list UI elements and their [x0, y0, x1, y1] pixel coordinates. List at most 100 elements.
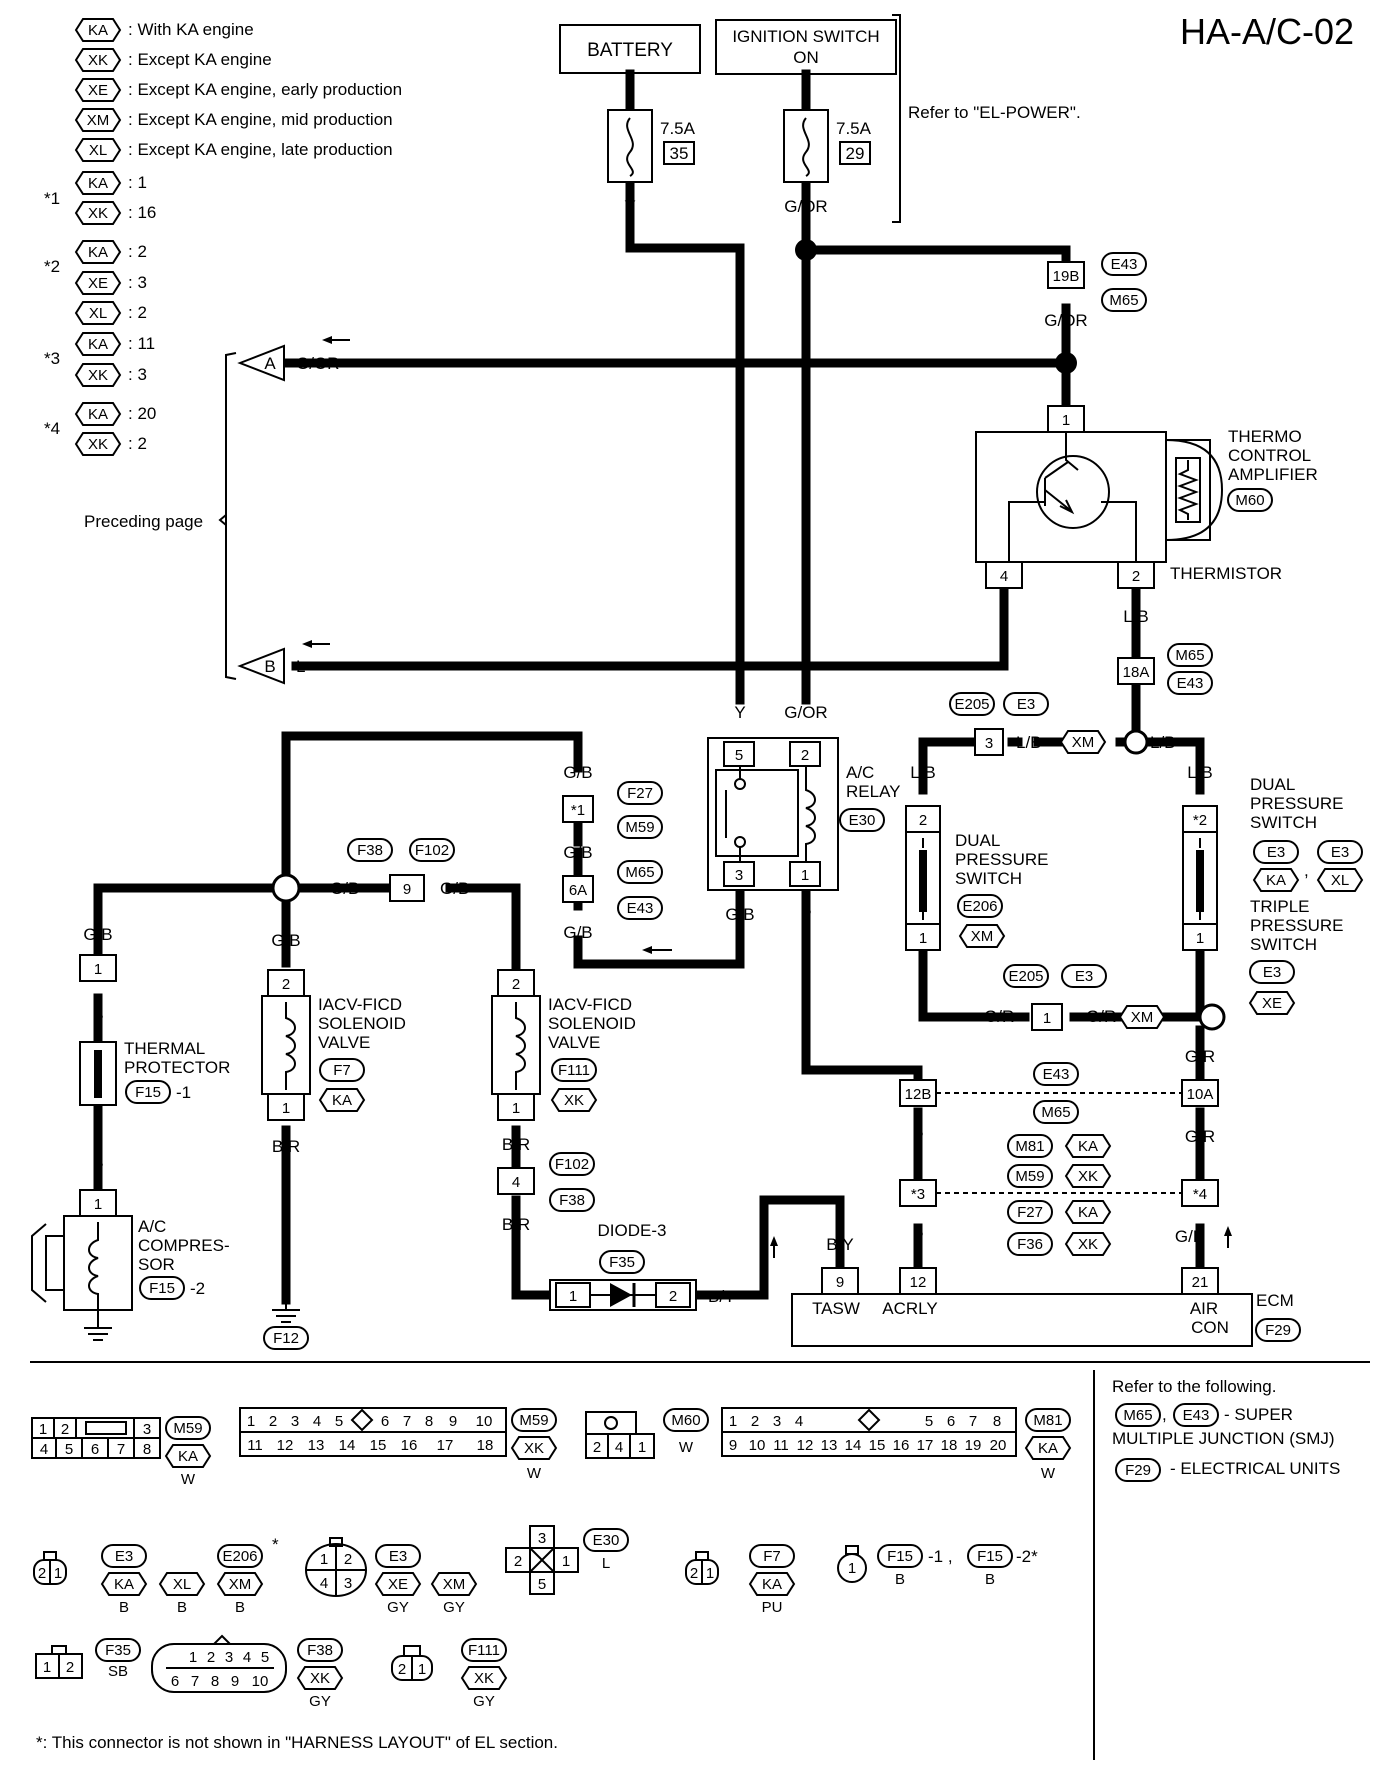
svg-text:8: 8 — [143, 1441, 151, 1458]
svg-text:4: 4 — [512, 1174, 520, 1191]
svg-text:IACV-FICD: IACV-FICD — [548, 995, 632, 1014]
svg-text:7.5A: 7.5A — [836, 119, 872, 138]
svg-text:A/C: A/C — [138, 1217, 166, 1236]
ecm: B/Y 9 12 21 TASW ACRLY AIR CON ECM F29 — [770, 1235, 1301, 1347]
page-title: HA-A/C-02 — [1180, 11, 1354, 52]
svg-text:6: 6 — [171, 1673, 179, 1690]
connector-face-f35: 1 2 F35 SB — [35, 1638, 141, 1680]
connector-face-m59-ka: 1 2 3 4 5 6 7 8 M59 KA W — [31, 1416, 211, 1488]
svg-text:1: 1 — [418, 1661, 426, 1678]
svg-text:PRESSURE: PRESSURE — [1250, 794, 1344, 813]
iacv-ficd-valve-ka: 2 1 IACV-FICD SOLENOID VALVE F7 KA B/R F… — [261, 969, 406, 1350]
svg-text:*1: *1 — [571, 802, 585, 819]
connector-f38-f102: F38 F102 G/B 9 G/B G/B G/B — [83, 838, 469, 950]
svg-text:2: 2 — [207, 1649, 215, 1666]
svg-text:4: 4 — [795, 1413, 803, 1430]
dual-pressure-switch-xm: 2 1 DUAL PRESSURE SWITCH E206 XM — [905, 805, 1049, 951]
svg-text:TRIPLE: TRIPLE — [1250, 897, 1310, 916]
svg-text:M81: M81 — [1033, 1412, 1062, 1429]
dual-triple-pressure-switch: *2 1 DUAL PRESSURE SWITCH E3 E3 KA , XL … — [1182, 775, 1363, 1015]
svg-text:CONTROL: CONTROL — [1228, 446, 1311, 465]
svg-text:8: 8 — [993, 1413, 1001, 1430]
svg-text:VALVE: VALVE — [318, 1033, 370, 1052]
svg-text:G/B: G/B — [563, 843, 592, 862]
svg-text:XK: XK — [474, 1670, 494, 1687]
connector-face-f38: 1 2 3 4 5 6 7 8 9 10 F38 XK GY — [151, 1634, 343, 1710]
svg-text:2: 2 — [1132, 568, 1140, 585]
svg-text:E3: E3 — [1267, 844, 1285, 861]
svg-text:B: B — [92, 1005, 103, 1024]
svg-text:PU: PU — [762, 1599, 783, 1616]
svg-text:P: P — [800, 905, 811, 924]
ac-compressor: 1 A/C COMPRES- SOR F15 -2 — [31, 1189, 230, 1341]
svg-text:M59: M59 — [173, 1420, 202, 1437]
svg-text:1: 1 — [282, 1100, 290, 1117]
battery-box: BATTERY — [559, 24, 701, 74]
svg-text:12: 12 — [277, 1437, 294, 1454]
svg-text:B: B — [119, 1599, 129, 1616]
svg-text:1: 1 — [919, 930, 927, 947]
svg-text:1: 1 — [189, 1649, 197, 1666]
svg-text:XK: XK — [88, 436, 108, 453]
svg-text:-1 ,: -1 , — [928, 1547, 953, 1566]
svg-text:3: 3 — [985, 735, 993, 752]
svg-text:11: 11 — [773, 1437, 789, 1454]
svg-text:AMPLIFIER: AMPLIFIER — [1228, 465, 1318, 484]
legend-tag: XL — [89, 142, 107, 159]
legend-tag: KA — [88, 22, 108, 39]
svg-text:L/B: L/B — [1016, 733, 1042, 752]
svg-text:M60: M60 — [1235, 492, 1264, 509]
legend: KA: With KA engine XK: Except KA engine … — [75, 18, 402, 162]
svg-text:5: 5 — [65, 1441, 73, 1458]
svg-text:3: 3 — [344, 1575, 352, 1592]
svg-text:E30: E30 — [849, 812, 876, 829]
svg-text:4: 4 — [243, 1649, 251, 1666]
svg-text:XK: XK — [1078, 1236, 1098, 1253]
svg-text:E43: E43 — [1043, 1066, 1070, 1083]
svg-text:7: 7 — [969, 1413, 977, 1430]
svg-text:18A: 18A — [1123, 664, 1150, 681]
svg-text:XM: XM — [971, 928, 994, 945]
svg-text:-1: -1 — [176, 1083, 191, 1102]
svg-text:XK: XK — [310, 1670, 330, 1687]
svg-text:G/B: G/B — [83, 925, 112, 944]
ac-relay: Y G/OR 5 2 3 1 A/C RELAY E30 G/B P — [642, 703, 901, 954]
svg-text:*: * — [272, 1535, 279, 1554]
svg-text:5: 5 — [538, 1576, 546, 1593]
svg-text:- ELECTRICAL UNITS: - ELECTRICAL UNITS — [1170, 1459, 1340, 1478]
svg-text:1: 1 — [94, 1196, 102, 1213]
svg-text:1: 1 — [1062, 412, 1070, 429]
splice — [271, 873, 301, 903]
svg-text:F111: F111 — [468, 1642, 500, 1659]
connector-12b-10a: 12B 10A E43 M65 P G/R — [899, 1062, 1219, 1146]
svg-text:F12: F12 — [273, 1330, 299, 1347]
svg-text:XL: XL — [1331, 872, 1349, 889]
svg-text:7: 7 — [191, 1673, 199, 1690]
svg-text:17: 17 — [917, 1437, 934, 1454]
svg-text:E43: E43 — [627, 900, 654, 917]
svg-text:6: 6 — [947, 1413, 955, 1430]
connector-face-e30: 3 2 1 5 E30 L — [505, 1525, 629, 1595]
svg-text:E3: E3 — [1331, 844, 1349, 861]
legend-text: : Except KA engine, early production — [128, 80, 402, 99]
svg-text:11: 11 — [247, 1437, 263, 1454]
svg-text:F27: F27 — [627, 785, 653, 802]
svg-text:XK: XK — [88, 205, 108, 222]
connector-face-f7: 2 1 F7 KA PU — [685, 1544, 795, 1616]
svg-text:G/R: G/R — [1185, 1127, 1215, 1146]
svg-text:E43: E43 — [1183, 1407, 1210, 1424]
svg-text:B: B — [92, 1153, 103, 1172]
svg-text:E3: E3 — [1075, 968, 1093, 985]
svg-text:SWITCH: SWITCH — [955, 869, 1022, 888]
svg-text:: 3: : 3 — [128, 365, 147, 384]
legend-text: : Except KA engine — [128, 50, 272, 69]
svg-text:M60: M60 — [671, 1412, 700, 1429]
svg-text:PRESSURE: PRESSURE — [955, 850, 1049, 869]
svg-text:2: 2 — [269, 1413, 277, 1430]
svg-text:KA: KA — [88, 406, 108, 423]
svg-text:M59: M59 — [1015, 1168, 1044, 1185]
svg-text:COMPRES-: COMPRES- — [138, 1236, 230, 1255]
svg-text:DUAL: DUAL — [1250, 775, 1295, 794]
svg-text:: 3: : 3 — [128, 273, 147, 292]
